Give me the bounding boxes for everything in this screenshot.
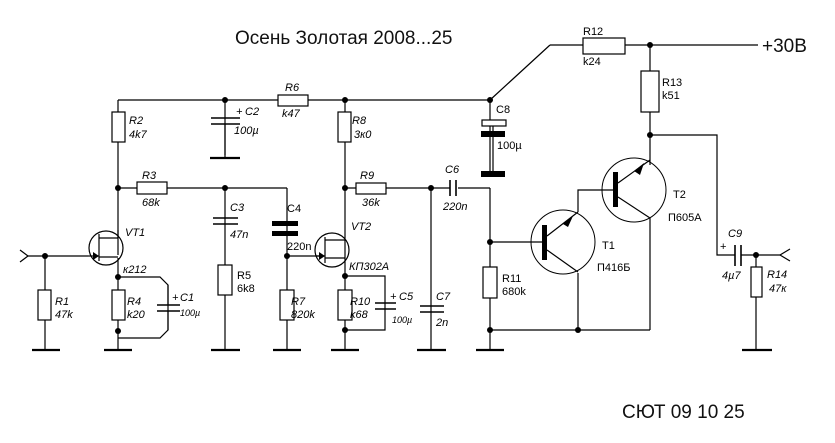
label-r9: R9 xyxy=(360,170,374,182)
value-r6: k47 xyxy=(282,108,301,120)
footer-label: СЮТ 09 10 25 xyxy=(622,402,745,423)
value-c5: 100µ xyxy=(392,315,412,325)
resistor-r1: R1 47k xyxy=(37,289,73,321)
value-c6: 220n xyxy=(442,201,467,213)
label-r3: R3 xyxy=(142,170,157,182)
type-t1: П416Б xyxy=(597,262,630,274)
resistor-r11: R11 680k xyxy=(482,266,526,299)
label-vt2: VT2 xyxy=(351,221,371,233)
value-r9: 36k xyxy=(362,197,380,209)
capacitor-c3: C3 47n xyxy=(213,202,248,241)
label-c2: C2 xyxy=(245,106,259,118)
label-r2: R2 xyxy=(129,115,143,127)
value-c7: 2n xyxy=(435,317,448,329)
label-r14: R14 xyxy=(767,269,787,281)
capacitor-c4: C4 220n xyxy=(272,203,311,253)
resistor-r10: R10 k68 xyxy=(337,289,371,321)
value-r5: 6k8 xyxy=(237,283,255,295)
output-connector-icon xyxy=(778,248,791,262)
value-r13: k51 xyxy=(662,90,680,102)
value-c2: 100µ xyxy=(234,125,259,137)
capacitor-c9: + C9 4µ7 xyxy=(720,228,742,282)
label-t1: T1 xyxy=(602,240,615,252)
resistor-r7: R7 820k xyxy=(279,289,315,321)
value-c9: 4µ7 xyxy=(722,270,741,282)
capacitor-c5: + C5 100µ xyxy=(375,291,414,325)
capacitor-c8: C8 100µ xyxy=(481,104,522,177)
label-c1: C1 xyxy=(180,292,194,304)
transistor-vt1: VT1 к212 xyxy=(88,227,147,276)
value-c8: 100µ xyxy=(497,140,522,152)
polarity-c1: + xyxy=(172,292,179,304)
resistor-r4: R4 k20 xyxy=(111,289,146,321)
value-r10: k68 xyxy=(350,309,369,321)
label-c8: C8 xyxy=(496,104,510,116)
value-c3: 47n xyxy=(230,229,248,241)
supply-voltage-label: +30В xyxy=(762,36,807,57)
label-c3: C3 xyxy=(230,202,245,214)
output-terminal xyxy=(778,248,791,262)
value-r2: 4k7 xyxy=(129,129,148,141)
resistor-r3: R3 68k xyxy=(136,170,168,209)
polarity-c2: + xyxy=(236,106,243,118)
type-t2: П605А xyxy=(668,212,702,224)
type-vt2: КП302А xyxy=(349,261,389,273)
value-r8: 3к0 xyxy=(354,129,372,141)
label-r4: R4 xyxy=(127,296,141,308)
value-c4: 220n xyxy=(287,241,311,253)
polarity-c9: + xyxy=(720,241,726,253)
resistor-r14: R14 47к xyxy=(750,266,787,298)
label-r5: R5 xyxy=(237,270,251,282)
type-vt1: к212 xyxy=(123,264,147,276)
value-r4: k20 xyxy=(127,309,146,321)
label-c9: C9 xyxy=(728,228,742,240)
transistor-vt2: VT2 КП302А xyxy=(314,221,389,273)
schematic-title: Осень Золотая 2008...25 xyxy=(235,28,452,49)
label-c7: C7 xyxy=(436,291,451,303)
resistor-r6: R6 k47 xyxy=(277,82,309,120)
transistor-t1: T1 П416Б xyxy=(530,209,630,275)
label-c5: C5 xyxy=(399,291,414,303)
value-r7: 820k xyxy=(291,309,315,321)
value-r3: 68k xyxy=(142,197,160,209)
resistor-r5: R5 6k8 xyxy=(217,264,255,296)
resistor-r2: R2 4k7 xyxy=(111,111,148,143)
resistor-r12: R12 k24 xyxy=(582,26,626,68)
label-r1: R1 xyxy=(55,296,69,308)
label-r10: R10 xyxy=(350,296,371,308)
polarity-c5: + xyxy=(390,291,397,303)
value-r1: 47k xyxy=(55,309,73,321)
value-r12: k24 xyxy=(583,56,601,68)
input-terminal xyxy=(19,249,29,263)
label-r7: R7 xyxy=(291,296,306,308)
value-c1: 100µ xyxy=(180,308,200,318)
value-r14: 47к xyxy=(769,283,787,295)
resistor-r9: R9 36k xyxy=(355,170,387,209)
capacitor-c1: + C1 100µ xyxy=(157,285,200,330)
label-c4: C4 xyxy=(287,203,301,215)
label-r12: R12 xyxy=(583,26,603,38)
junction-dots xyxy=(42,42,759,334)
label-vt1: VT1 xyxy=(125,227,145,239)
capacitor-c2: + C2 100µ xyxy=(210,106,259,160)
label-r8: R8 xyxy=(352,115,367,127)
value-r11: 680k xyxy=(502,286,526,298)
transistor-t2: T2 П605А xyxy=(601,157,702,224)
label-r13: R13 xyxy=(662,77,682,89)
label-t2: T2 xyxy=(673,189,686,201)
label-c6: C6 xyxy=(445,164,460,176)
input-connector-icon xyxy=(19,249,29,263)
label-r6: R6 xyxy=(285,82,300,94)
resistor-r13: R13 k51 xyxy=(640,70,682,113)
capacitor-c6: C6 220n xyxy=(442,164,467,213)
capacitor-c7: C7 2n xyxy=(420,291,451,329)
resistor-r8: R8 3к0 xyxy=(337,111,372,143)
label-r11: R11 xyxy=(502,273,521,285)
